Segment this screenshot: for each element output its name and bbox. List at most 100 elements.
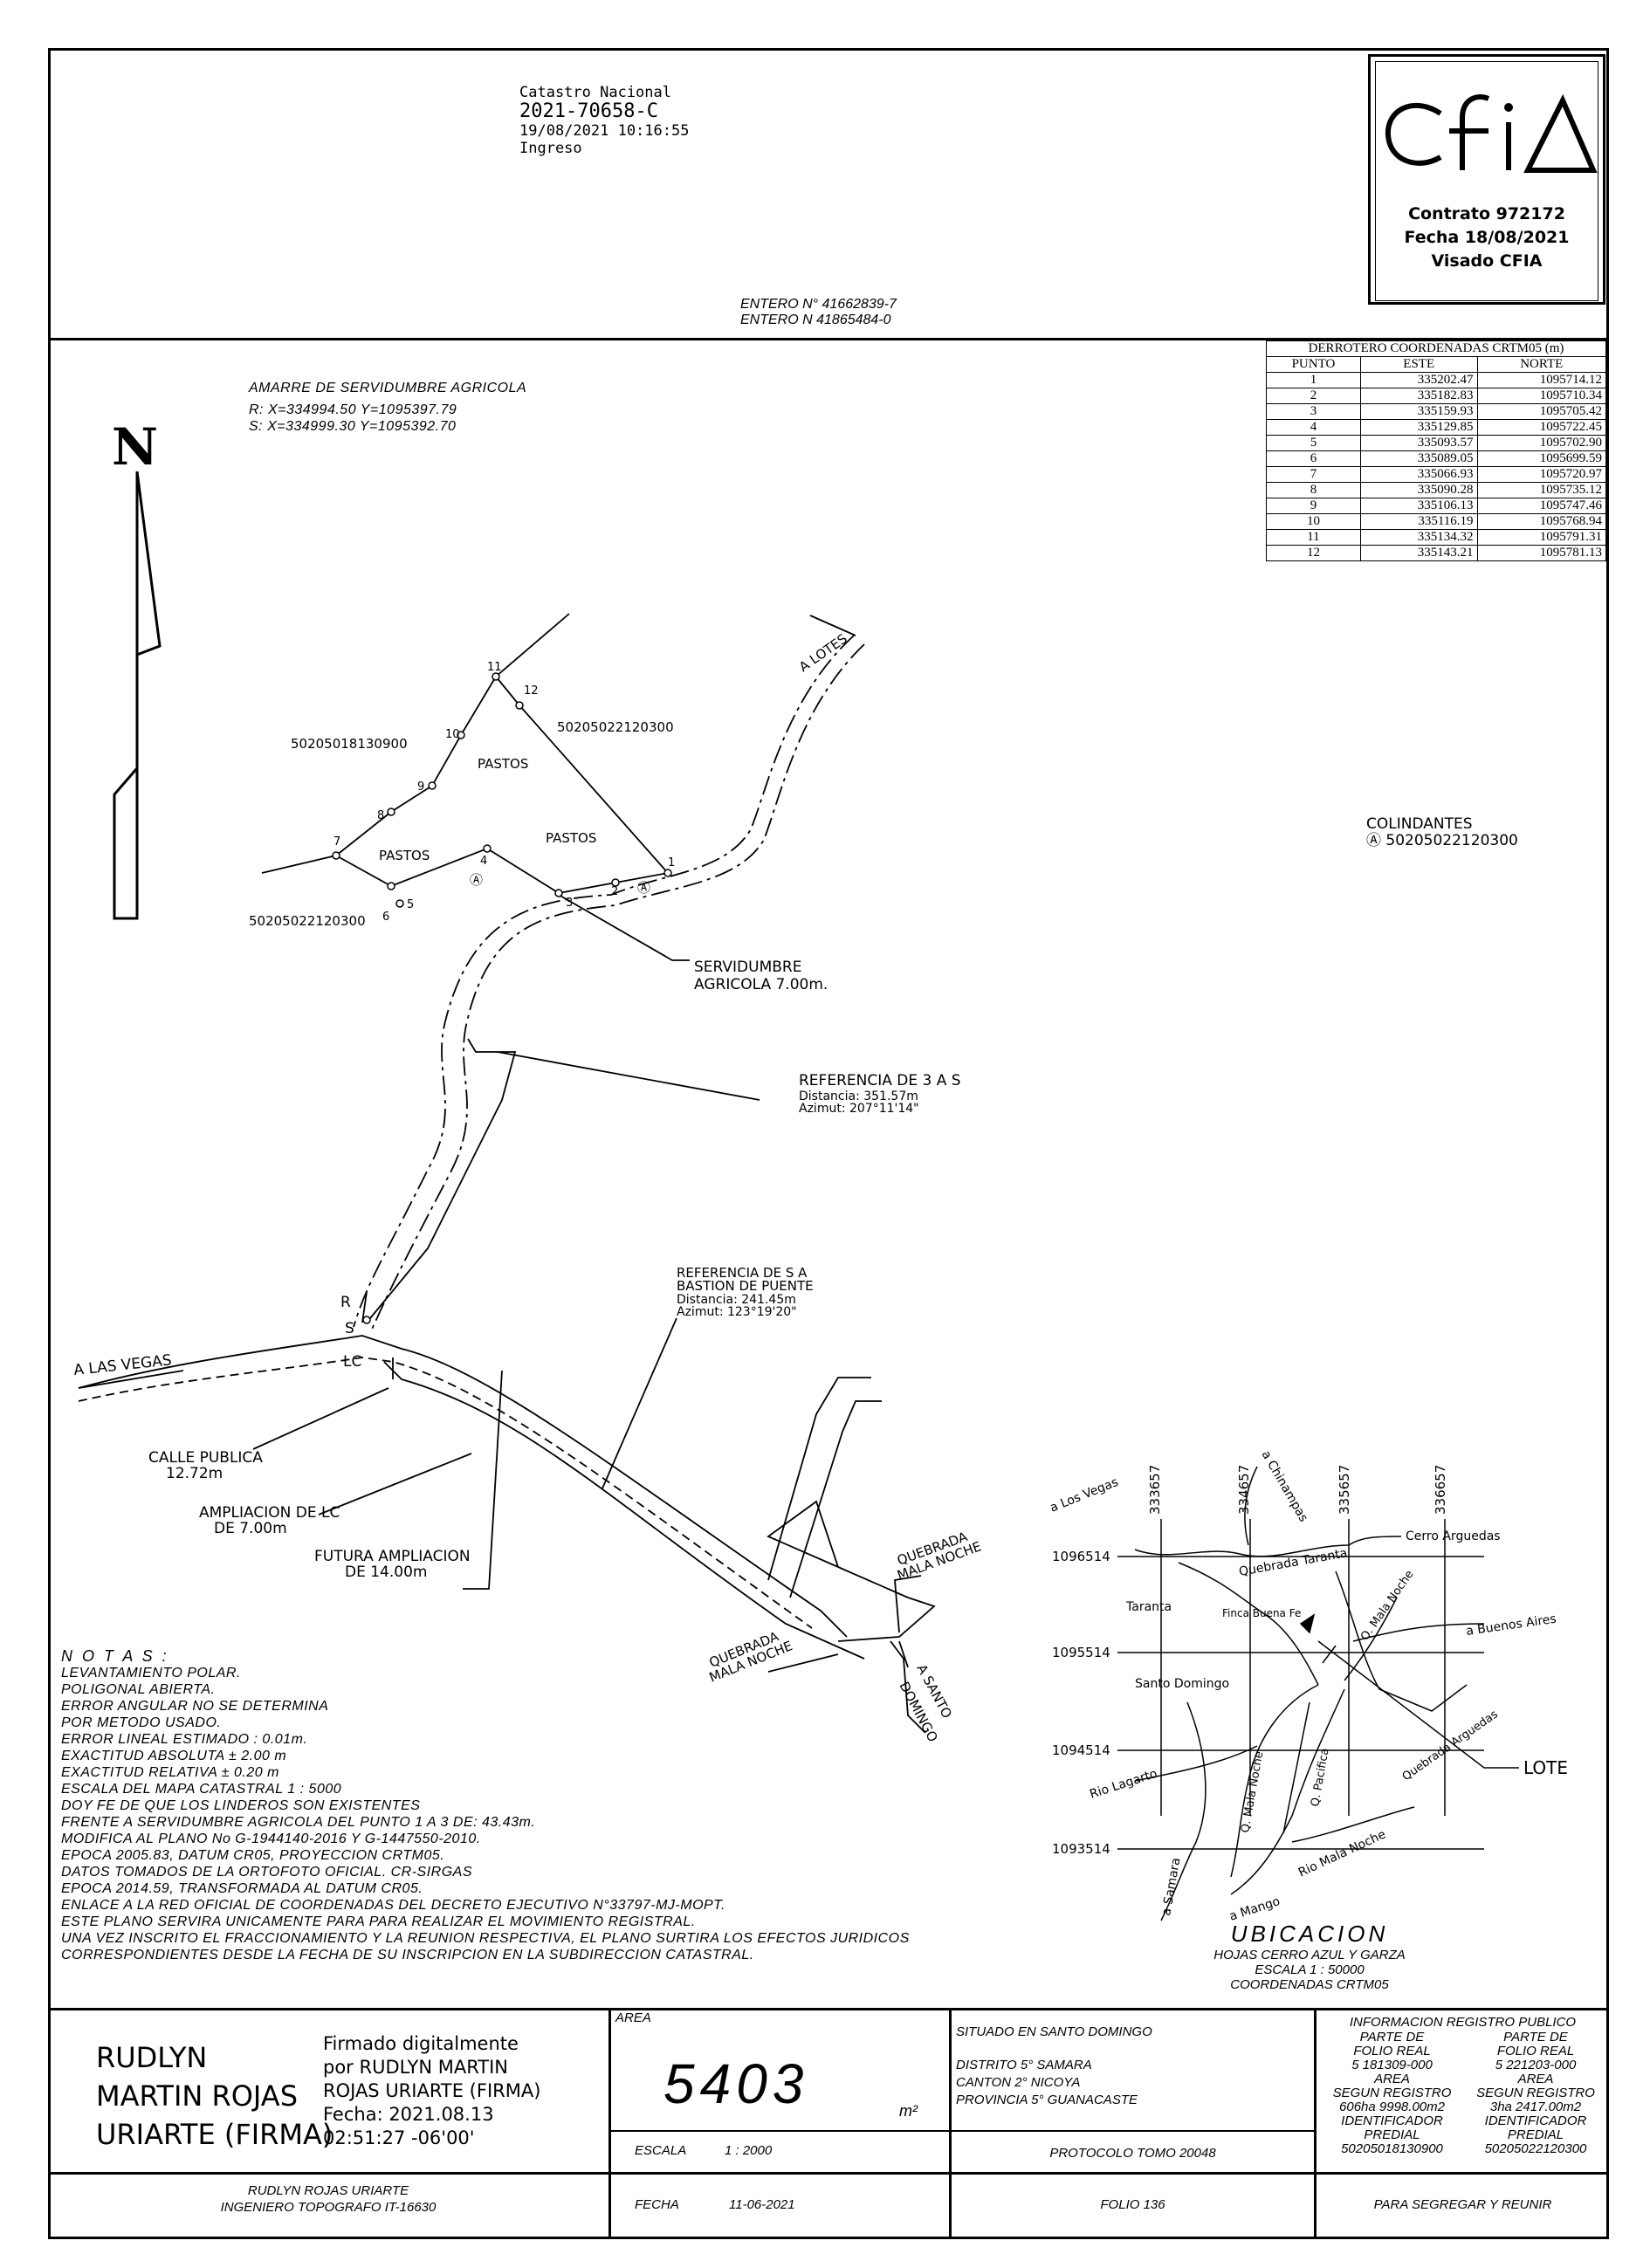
ingeniero-1: RUDLYN ROJAS URIARTE — [247, 2183, 409, 2198]
label-finca-ne: 50205022120300 — [557, 719, 674, 735]
footer-bottom-line — [48, 2172, 1609, 2175]
ubic-cerro-arguedas: Cerro Arguedas — [1406, 1529, 1501, 1543]
ubic-a-mango: a Mango — [1227, 1894, 1282, 1924]
servidumbre-edge-1 — [353, 635, 855, 1328]
leader-servidumbre — [558, 894, 690, 961]
label-point-1: 1 — [668, 856, 675, 869]
protocolo: PROTOCOLO TOMO 20048 — [1049, 2146, 1216, 2161]
firma-5: 02:51:27 -06'00' — [323, 2127, 475, 2148]
point-r-tick — [361, 1291, 368, 1323]
boundary-line-nw — [495, 613, 570, 677]
derrotero-cell: 335090.28 — [1359, 482, 1478, 498]
ubic-x-2: 334657 — [1236, 1465, 1252, 1515]
nota-line: ERROR LINEAL ESTIMADO : 0.01m. — [61, 1732, 308, 1747]
arrow-a-lotes — [809, 615, 856, 636]
label-futura-2: DE 14.00m — [345, 1564, 427, 1581]
leader-ampliacion — [318, 1453, 472, 1515]
area-unit: m² — [899, 2102, 918, 2120]
registro-line: 50205018130900 — [1341, 2141, 1443, 2156]
point-marker-8 — [387, 808, 395, 816]
registro-line: PREDIAL — [1507, 2127, 1564, 2142]
header-divider — [48, 338, 1609, 340]
label-futura-1: FUTURA AMPLIACION — [314, 1548, 471, 1565]
cfia-box — [1368, 54, 1605, 305]
label-finca-sw: 50205022120300 — [249, 913, 366, 929]
derrotero-cell: 8 — [1266, 482, 1361, 498]
label-servidumbre-2: AGRICOLA 7.00m. — [694, 976, 828, 993]
label-ampl-2: DE 7.00m — [214, 1520, 287, 1537]
registro-line: SEGUN REGISTRO — [1332, 2086, 1452, 2100]
cfia-visado: Visado CFIA — [1431, 251, 1543, 271]
derrotero-cell: 1095722.45 — [1476, 419, 1607, 436]
footer-mid-line-area — [608, 2130, 1314, 2132]
amarre-block: AMARRE DE SERVIDUMBRE AGRICOLA R: X=3349… — [249, 380, 526, 435]
notas-block: N O T A S : LEVANTAMIENTO POLAR.POLIGONA… — [61, 1648, 1109, 1963]
derrotero-cell: 1095791.31 — [1476, 529, 1607, 546]
firma-digital: Firmado digitalmente por RUDLYN MARTIN R… — [323, 2032, 540, 2150]
ubic-lote: LOTE — [1523, 1757, 1568, 1778]
ubic-q-taranta: Quebrada Taranta — [1238, 1546, 1349, 1579]
derrotero-cell: 335106.13 — [1359, 498, 1478, 514]
nota-line: UNA VEZ INSCRITO EL FRACCIONAMIENTO Y LA… — [61, 1931, 910, 1946]
segregar: PARA SEGREGAR Y REUNIR — [1373, 2197, 1552, 2212]
label-mark-a-2: Ⓐ — [637, 880, 650, 896]
firma-3: ROJAS URIARTE (FIRMA) — [323, 2080, 541, 2101]
nota-line: DATOS TOMADOS DE LA ORTOFOTO OFICIAL. CR… — [61, 1865, 472, 1880]
label-ref3s-1: REFERENCIA DE 3 A S — [799, 1072, 961, 1089]
quebrada-channel-1 — [767, 1377, 871, 1581]
quebrada-channel-2 — [789, 1400, 882, 1598]
calle-ampliacion — [383, 1361, 865, 1660]
cfia-info: Contrato 972172 Fecha 18/08/2021 Visado … — [1375, 203, 1598, 273]
point-marker-5 — [395, 899, 404, 908]
label-lc: LC — [343, 1353, 361, 1371]
servidumbre-edge-2 — [370, 643, 865, 1332]
footer-top-line — [48, 2008, 1609, 2010]
boundary-line-w — [261, 855, 337, 874]
provincia: PROVINCIA 5° GUANACASTE — [956, 2093, 1138, 2107]
derrotero-cell: 1095710.34 — [1476, 388, 1607, 404]
footer-div-2 — [949, 2008, 952, 2239]
ingeniero-block: RUDLYN ROJAS URIARTE INGENIERO TOPOGRAFO… — [48, 2182, 608, 2216]
label-pastos-3: PASTOS — [546, 830, 596, 846]
label-refsa-2: BASTION DE PUENTE — [677, 1278, 814, 1294]
derrotero-cell: 12 — [1266, 545, 1361, 561]
distrito: DISTRITO 5° SAMARA — [956, 2058, 1092, 2072]
catastro-stamp: Catastro Nacional 2021-70658-C 19/08/202… — [519, 84, 689, 157]
cfia-box-inner — [1375, 61, 1598, 301]
ubic-finca-buena-fe: Finca Buena Fe — [1222, 1607, 1301, 1619]
derrotero-cell: 335143.21 — [1359, 545, 1478, 561]
derrotero-cell: 1095720.97 — [1476, 466, 1607, 483]
ubic-q-arguedas: Quebrada Arguedas — [1400, 1708, 1501, 1783]
area-value: 5403 — [663, 2052, 809, 2115]
label-calle-2: 12.72m — [166, 1465, 223, 1482]
stamp-status: Ingreso — [519, 140, 582, 157]
label-point-9: 9 — [417, 780, 424, 794]
area-label: AREA — [615, 2010, 651, 2025]
label-s: S — [345, 1320, 354, 1337]
registro-line: 606ha 9998.00m2 — [1339, 2100, 1445, 2114]
label-servidumbre-1: SERVIDUMBRE — [694, 959, 801, 976]
nota-line: EXACTITUD RELATIVA ± 0.20 m — [61, 1765, 279, 1780]
nota-line: EPOCA 2005.83, DATUM CR05, PROYECCION CR… — [61, 1848, 445, 1863]
registro-line: AREA — [1374, 2072, 1410, 2086]
ubicacion-sub3: COORDENADAS CRTM05 — [1230, 1977, 1389, 1992]
label-point-2: 2 — [611, 885, 618, 898]
firma-4: Fecha: 2021.08.13 — [323, 2104, 494, 2125]
ubic-y-1: 1096514 — [1052, 1549, 1110, 1564]
folio: FOLIO 136 — [1100, 2197, 1165, 2212]
situado: SITUADO EN SANTO DOMINGO — [956, 2024, 1152, 2039]
point-marker-9 — [428, 781, 437, 790]
ubicacion-legal: SITUADO EN SANTO DOMINGO DISTRITO 5° SAM… — [956, 2024, 1152, 2109]
derrotero-cell: 335093.57 — [1359, 435, 1478, 451]
firmante-3: URIARTE (FIRMA) — [96, 2118, 333, 2151]
firmante-1: RUDLYN — [96, 2041, 208, 2074]
point-marker-11 — [492, 672, 500, 681]
derrotero-cell: 1095781.13 — [1476, 545, 1607, 561]
ubic-y-4: 1093514 — [1052, 1841, 1110, 1857]
